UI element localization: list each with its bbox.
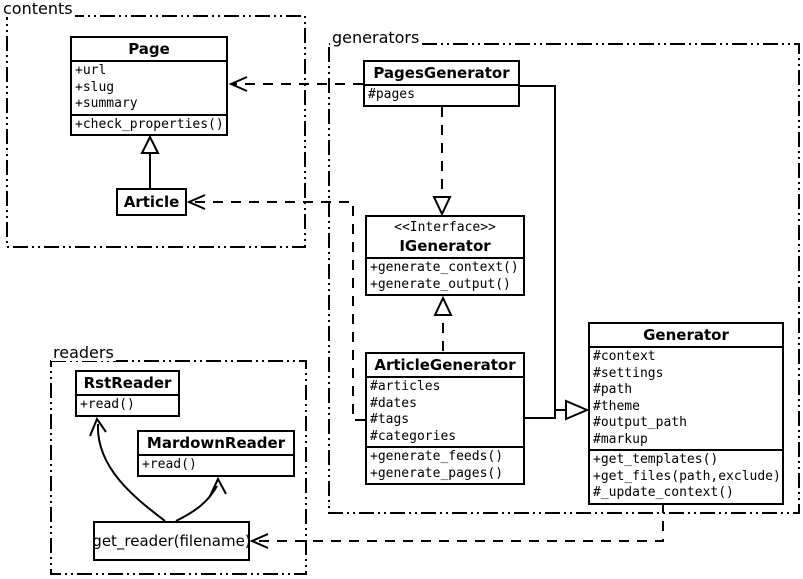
readers-package-label: readers — [51, 343, 116, 362]
methods-compartment: +read() — [77, 394, 178, 415]
method: +get_templates() — [593, 452, 719, 467]
edge-getreader-rstreader — [89, 416, 166, 522]
attribute: #path — [593, 382, 633, 397]
method: +check_properties() — [75, 116, 224, 132]
methods-compartment: +generate_feeds() +generate_pages() — [367, 446, 523, 483]
attributes-compartment: +url +slug +summary — [72, 60, 226, 114]
methods-compartment: +check_properties() — [72, 113, 226, 135]
method: +generate_context() — [370, 260, 519, 275]
attribute: +slug — [75, 79, 115, 95]
class-title: Article — [123, 193, 180, 211]
attribute: #theme — [593, 398, 640, 414]
edge-generators-generator-generalization — [520, 85, 590, 421]
class-title: IGenerator — [399, 237, 491, 255]
contents-package-label: contents — [1, 0, 75, 18]
attributes-compartment: #articles #dates #tags #categories — [367, 376, 523, 446]
function-get-reader: get_reader(filename) — [92, 521, 251, 561]
attributes-compartment: #context #settings #path #theme #output_… — [590, 346, 782, 449]
stereotype: <<Interface>> — [394, 220, 496, 235]
class-title: PagesGenerator — [373, 64, 510, 82]
method: +get_files(path,exclude) — [593, 468, 781, 484]
attribute: #tags — [370, 412, 410, 427]
attribute: #articles — [370, 379, 441, 394]
attribute: #context — [593, 349, 656, 364]
methods-compartment: +generate_context() +generate_output() — [367, 257, 523, 294]
attribute: #pages — [368, 87, 415, 102]
attribute: +summary — [75, 96, 138, 111]
generators-package-border — [328, 43, 800, 514]
method: +generate_output() — [370, 276, 511, 292]
class-rstreader: RstReader +read() — [75, 370, 180, 417]
attribute: #dates — [370, 395, 417, 411]
method: #_update_context() — [593, 485, 734, 500]
attributes-compartment: #pages — [365, 84, 518, 105]
edge-article-page-generalization — [140, 134, 160, 188]
generators-package-label: generators — [330, 28, 422, 47]
interface-igenerator: <<Interface>> IGenerator +generate_conte… — [365, 215, 525, 296]
method: +read() — [80, 397, 135, 412]
method: +generate_pages() — [370, 465, 504, 481]
methods-compartment: +get_templates() +get_files(path,exclude… — [590, 449, 782, 503]
edge-articlegenerator-article-dependency — [186, 194, 365, 421]
class-article: Article — [116, 188, 187, 216]
attribute: #categories — [370, 428, 457, 444]
edge-pagesgenerator-page-dependency — [228, 76, 363, 92]
contents-package-border — [6, 15, 306, 248]
class-mardownreader: MardownReader +read() — [137, 430, 295, 477]
readers-package-border — [50, 360, 307, 575]
method: +read() — [142, 457, 197, 472]
class-title: ArticleGenerator — [374, 356, 516, 374]
methods-compartment: +read() — [139, 454, 293, 475]
edge-articlegenerator-igenerator-realization — [433, 295, 453, 351]
attribute: #markup — [593, 431, 648, 447]
edge-generator-getreader-dependency — [249, 503, 664, 549]
class-pagesgenerator: PagesGenerator #pages — [363, 60, 520, 107]
edge-pagesgenerator-igenerator-realization — [432, 107, 452, 217]
attribute: #output_path — [593, 415, 687, 430]
class-title: RstReader — [83, 374, 172, 392]
attribute: +url — [75, 63, 107, 78]
class-title: Generator — [643, 326, 729, 344]
class-generator: Generator #context #settings #path #them… — [588, 322, 784, 505]
class-title: MardownReader — [146, 434, 286, 452]
class-page: Page +url +slug +summary +check_properti… — [70, 36, 228, 136]
class-articlegenerator: ArticleGenerator #articles #dates #tags … — [365, 352, 525, 485]
method: +generate_feeds() — [370, 449, 504, 464]
class-title: Page — [128, 40, 170, 58]
attribute: #settings — [593, 365, 664, 381]
edge-getreader-mardownreader — [175, 476, 227, 522]
